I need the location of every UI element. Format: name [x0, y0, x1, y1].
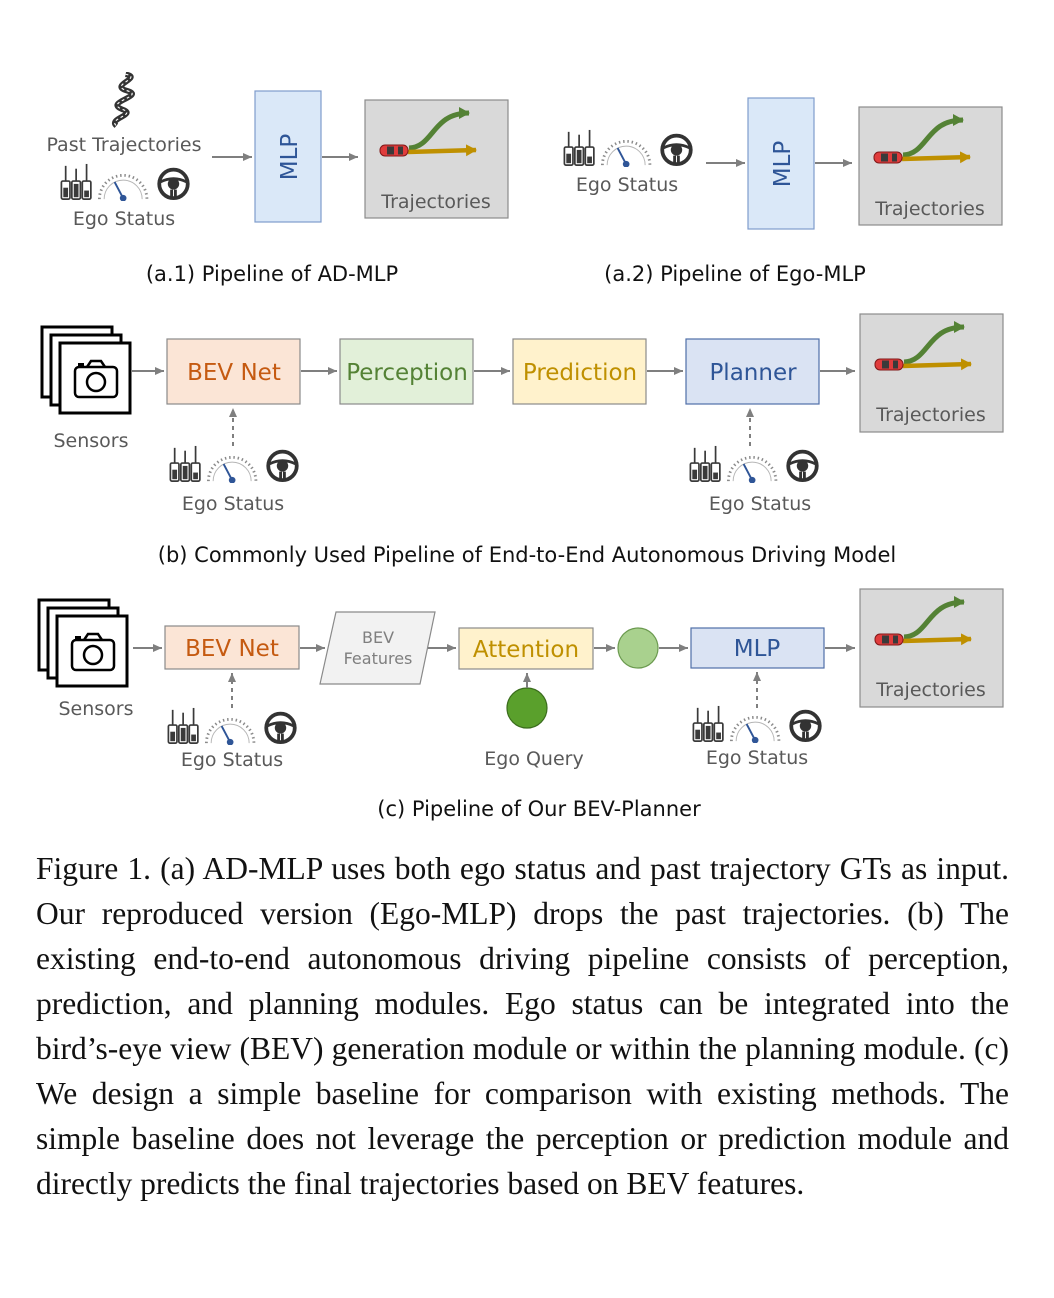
- subcaption-b: (b) Commonly Used Pipeline of End-to-End…: [158, 543, 896, 567]
- subcaption-a2: (a.2) Pipeline of Ego-MLP: [604, 262, 866, 286]
- ego-status-icon: [688, 445, 819, 483]
- bev-features-label-1: BEV: [362, 628, 394, 647]
- planner-label: Planner: [709, 360, 797, 386]
- panel-a2: Ego Status MLP Trajectories (a.2) Pipeli…: [562, 97, 1002, 286]
- camera-sensors-icon: [37, 598, 129, 688]
- road-icon: [115, 74, 133, 126]
- bev-features-label-2: Features: [344, 649, 413, 668]
- mlp-box: [747, 97, 815, 230]
- mlp-box: [254, 90, 322, 223]
- subcaption-c: (c) Pipeline of Our BEV-Planner: [377, 797, 701, 821]
- ego-query-label: Ego Query: [484, 748, 583, 770]
- ego-query-node: [506, 687, 548, 729]
- ego-status-icon: [562, 129, 693, 167]
- ego-status-icon: [168, 445, 299, 483]
- past-trajectories-label: Past Trajectories: [46, 134, 201, 156]
- perception-label: Perception: [346, 360, 468, 386]
- camera-sensors-icon: [40, 325, 132, 415]
- ego-status-icon: [691, 705, 822, 743]
- bev-net-box: [166, 338, 301, 405]
- bev-features-parallelogram: [319, 611, 436, 685]
- perception-box: [339, 338, 474, 405]
- panel-c: Sensors BEV Net BEV Features Attention E…: [37, 589, 1003, 821]
- mlp-label: MLP: [734, 636, 781, 662]
- planning-query-node: [617, 627, 659, 669]
- figure-diagram: Past Trajectories Ego Status MLP Traject…: [37, 0, 1054, 821]
- bev-net-label: BEV Net: [185, 636, 279, 662]
- sensors-label: Sensors: [53, 430, 128, 452]
- trajectories-label: Trajectories: [875, 679, 985, 701]
- bev-net-label: BEV Net: [187, 360, 281, 386]
- figure-caption: Figure 1. (a) AD-MLP uses both ego statu…: [36, 851, 1009, 1201]
- trajectories-label: Trajectories: [875, 404, 985, 426]
- ego-status-label: Ego Status: [181, 749, 283, 771]
- prediction-box: [512, 338, 647, 405]
- ego-status-label: Ego Status: [576, 174, 678, 196]
- ego-status-label: Ego Status: [73, 208, 175, 230]
- subcaption-a1: (a.1) Pipeline of AD-MLP: [146, 262, 398, 286]
- panel-b: Sensors BEV Net Perception Prediction Pl…: [40, 314, 1003, 567]
- ego-status-icon: [59, 163, 190, 201]
- panel-a1: Past Trajectories Ego Status MLP Traject…: [46, 74, 508, 286]
- sensors-label: Sensors: [58, 698, 133, 720]
- mlp-label: MLP: [277, 134, 303, 181]
- trajectories-label: Trajectories: [380, 191, 490, 213]
- attention-box: [458, 627, 594, 670]
- ego-status-icon: [166, 707, 297, 745]
- prediction-label: Prediction: [523, 360, 637, 386]
- trajectories-label: Trajectories: [874, 198, 984, 220]
- mlp-label: MLP: [770, 141, 796, 188]
- ego-status-label: Ego Status: [182, 493, 284, 515]
- ego-status-label: Ego Status: [709, 493, 811, 515]
- mlp-box: [690, 627, 825, 669]
- ego-status-label: Ego Status: [706, 747, 808, 769]
- bev-net-box: [164, 625, 300, 670]
- attention-label: Attention: [473, 637, 579, 663]
- planner-box: [685, 338, 820, 405]
